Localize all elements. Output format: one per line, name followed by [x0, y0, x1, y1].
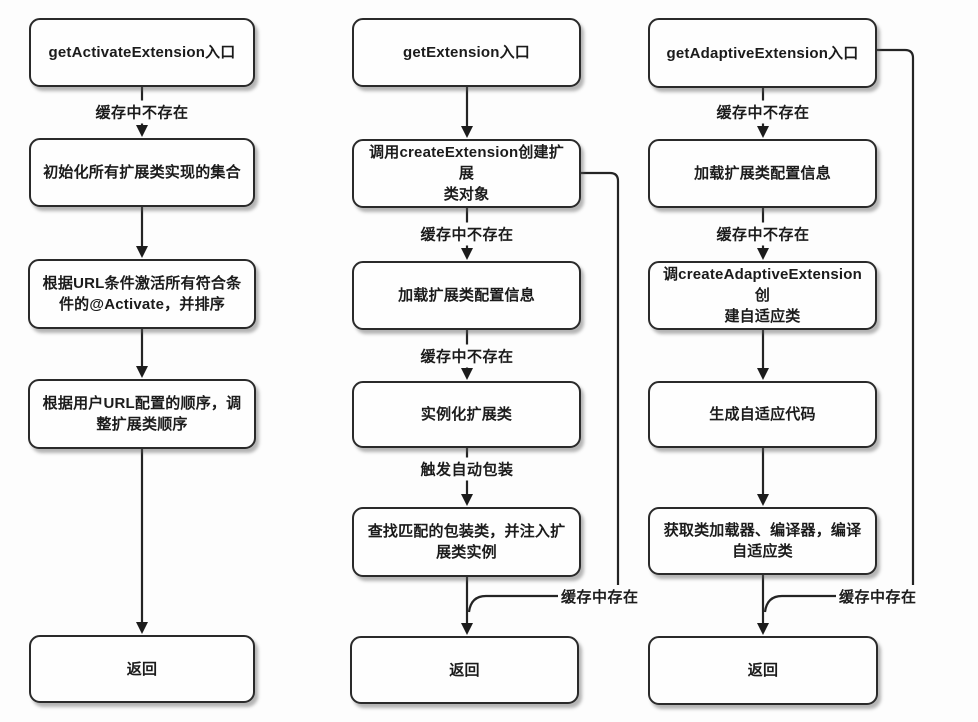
node-compile-adaptive-class: 获取类加载器、编译器，编译 自适应类 [648, 507, 877, 575]
node-instantiate-extension: 实例化扩展类 [352, 381, 581, 448]
node-generate-adaptive-code: 生成自适应代码 [648, 381, 877, 448]
edge-label-cache-miss: 缓存中不存在 [713, 100, 813, 124]
node-init-extension-set: 初始化所有扩展类实现的集合 [29, 138, 255, 207]
node-get-activate-extension-entry: getActivateExtension入口 [29, 18, 255, 87]
node-create-extension: 调用createExtension创建扩展 类对象 [352, 139, 581, 208]
edge-label-cache-hit: 缓存中存在 [836, 585, 920, 608]
arrow [136, 87, 148, 634]
node-load-adaptive-config: 加载扩展类配置信息 [648, 139, 877, 208]
node-activate-by-url: 根据URL条件激活所有符合条 件的@Activate，并排序 [28, 259, 256, 329]
node-return-2: 返回 [350, 636, 579, 704]
node-get-adaptive-extension-entry: getAdaptiveExtension入口 [648, 18, 877, 88]
node-get-extension-entry: getExtension入口 [352, 18, 581, 87]
node-return-1: 返回 [29, 635, 255, 703]
edge-label-auto-wrap: 触发自动包装 [417, 457, 517, 481]
edge-label-cache-miss: 缓存中不存在 [417, 222, 517, 246]
node-load-extension-config: 加载扩展类配置信息 [352, 261, 581, 330]
node-return-3: 返回 [648, 636, 878, 705]
node-find-wrapper-inject: 查找匹配的包装类，并注入扩 展类实例 [352, 507, 581, 577]
node-create-adaptive-extension: 调createAdaptiveExtension创 建自适应类 [648, 261, 877, 330]
node-adjust-order: 根据用户URL配置的顺序，调 整扩展类顺序 [28, 379, 256, 449]
edge-label-cache-miss: 缓存中不存在 [713, 222, 813, 246]
edge-label-cache-hit: 缓存中存在 [558, 585, 642, 608]
edge-label-cache-miss: 缓存中不存在 [92, 100, 192, 124]
edge-label-cache-miss: 缓存中不存在 [417, 344, 517, 368]
